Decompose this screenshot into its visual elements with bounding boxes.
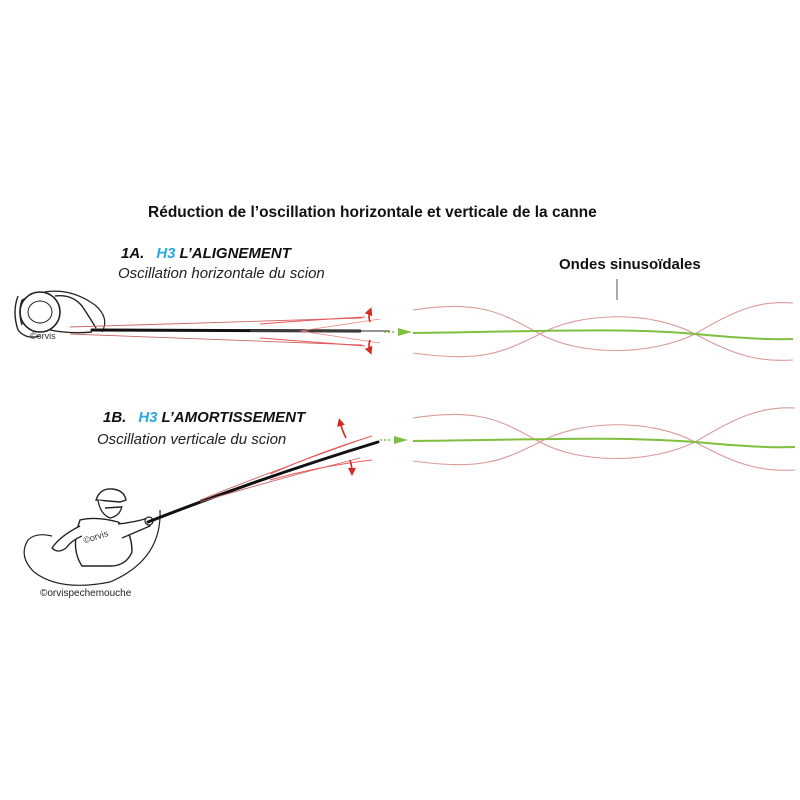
credit: ©orvispechemouche xyxy=(40,588,132,599)
sine-waves-a xyxy=(412,279,794,361)
section-b-code: H3 xyxy=(138,409,158,426)
section-a-code: H3 xyxy=(156,245,176,262)
fisherman-top-view xyxy=(14,290,106,338)
green-arrow-b xyxy=(380,436,408,444)
rod-horizontal xyxy=(69,307,390,355)
section-a-title: L’ALIGNEMENT xyxy=(179,245,291,262)
green-arrow-a xyxy=(384,328,412,336)
section-b-title: L’AMORTISSEMENT xyxy=(161,409,306,426)
section-a-watermark: ©orvis xyxy=(30,331,56,341)
rod-vertical xyxy=(146,418,380,524)
fisherman-side-view xyxy=(23,488,161,586)
section-b-label: 1B. xyxy=(103,409,127,426)
section-b-subtitle: Oscillation verticale du scion xyxy=(97,431,287,448)
section-a-subtitle: Oscillation horizontale du scion xyxy=(118,265,325,282)
waves-label: Ondes sinusoïdales xyxy=(559,256,701,273)
sine-waves-b xyxy=(412,407,796,471)
section-a-label: 1A. xyxy=(121,245,145,262)
diagram-title: Réduction de l’oscillation horizontale e… xyxy=(148,204,597,221)
